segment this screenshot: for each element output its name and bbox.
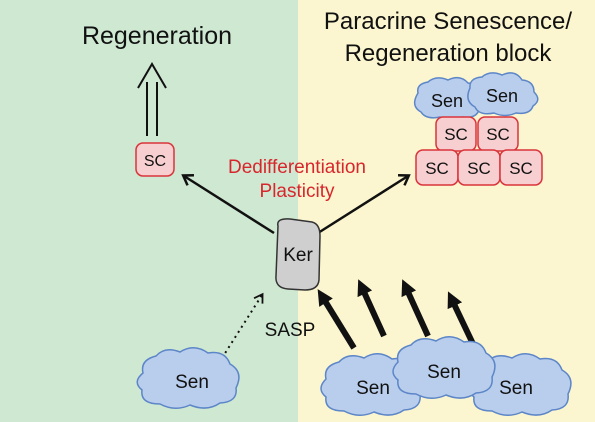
sen-label: Sen bbox=[175, 372, 209, 393]
double-arrow-regeneration bbox=[137, 62, 167, 136]
sc-label: SC bbox=[144, 153, 166, 170]
arrow-ker-to-left bbox=[184, 176, 275, 235]
sen-label: Sen bbox=[499, 378, 533, 399]
solid-arrow-3 bbox=[401, 279, 431, 338]
sc-cell-right-2: SC bbox=[477, 116, 519, 152]
sc-cell-right-3: SC bbox=[415, 149, 459, 186]
solid-arrow-1 bbox=[317, 289, 357, 350]
sen-cell-bottom-left: Sen bbox=[136, 347, 240, 409]
sc-label: SC bbox=[486, 125, 510, 144]
solid-arrow-2 bbox=[357, 279, 387, 338]
sasp-label: SASP bbox=[265, 320, 316, 341]
solid-arrows-sasp bbox=[317, 279, 477, 350]
sen-label: Sen bbox=[431, 91, 463, 111]
sc-cell-right-1: SC bbox=[435, 116, 477, 152]
right-panel-title-line1: Paracrine Senescence/ bbox=[324, 8, 572, 35]
sen-label: Sen bbox=[356, 378, 390, 399]
sc-label: SC bbox=[467, 159, 491, 178]
sc-label: SC bbox=[425, 159, 449, 178]
sc-cell-right-5: SC bbox=[499, 149, 543, 186]
dedifferentiation-label: Dedifferentiation bbox=[228, 157, 366, 178]
sen-cell-top-right-2: Sen bbox=[467, 72, 539, 117]
sc-cell-right-4: SC bbox=[457, 149, 501, 186]
sen-cell-bottom-right-2: Sen bbox=[392, 336, 496, 399]
dotted-arrow-sasp bbox=[221, 292, 264, 359]
sen-label: Sen bbox=[486, 86, 518, 106]
sc-label: SC bbox=[444, 125, 468, 144]
solid-arrow-4 bbox=[447, 291, 477, 348]
sen-label: Sen bbox=[427, 362, 461, 383]
arrow-ker-to-right bbox=[317, 176, 408, 235]
sc-label: SC bbox=[509, 159, 533, 178]
left-panel-title: Regeneration bbox=[82, 22, 232, 50]
ker-cell: Ker bbox=[275, 218, 321, 291]
sc-cell-left: SC bbox=[135, 142, 175, 177]
plasticity-label: Plasticity bbox=[260, 181, 335, 202]
right-panel-title-line2: Regeneration block bbox=[345, 40, 553, 67]
ker-label: Ker bbox=[283, 245, 313, 266]
